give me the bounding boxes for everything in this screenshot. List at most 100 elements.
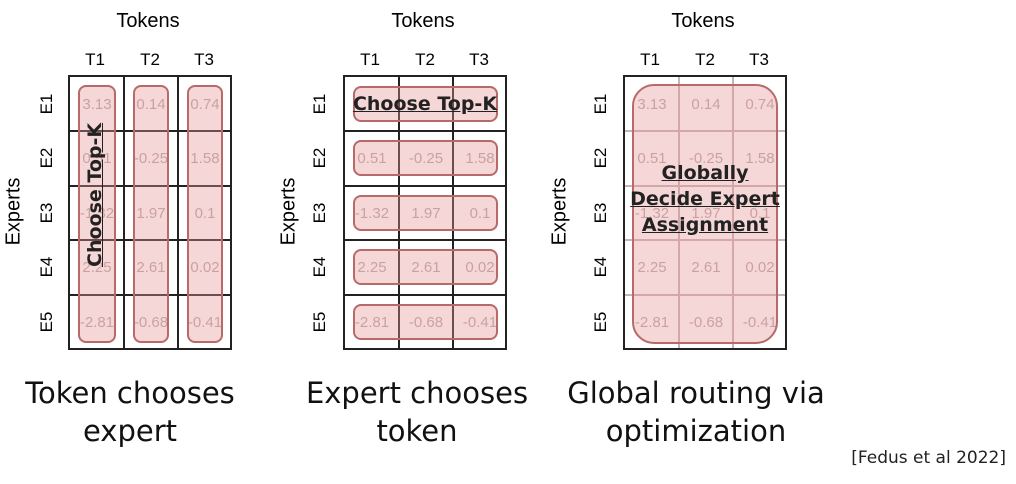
- grid-line: [70, 185, 230, 187]
- caption-line: optimization: [605, 414, 787, 448]
- grid-cell: 0.74: [190, 95, 220, 113]
- global-assignment-line: Assignment: [641, 214, 769, 236]
- row-highlight: [353, 195, 498, 231]
- row-label-e5: E5: [591, 311, 610, 333]
- grid-cell: 0.51: [637, 149, 667, 167]
- grid-cell: -2.81: [79, 313, 115, 331]
- row-highlight: [353, 304, 498, 340]
- grid-line: [398, 77, 400, 348]
- grid-cell: -0.41: [462, 313, 498, 331]
- caption-line: Global routing via: [567, 376, 825, 410]
- grid-cell: -0.41: [187, 313, 223, 331]
- grid-line: [625, 239, 785, 241]
- grid-line: [70, 239, 230, 241]
- grid-cell: 2.25: [357, 258, 387, 276]
- caption-line: expert: [82, 414, 178, 448]
- global-assignment-line: Globally: [661, 162, 749, 184]
- grid-line: [345, 294, 505, 296]
- grid-cell: 1.97: [691, 204, 721, 222]
- grid-cell: -0.25: [408, 149, 444, 167]
- grid-cell: 0.02: [745, 258, 775, 276]
- global-assignment-label: Globally Decide Expert Assignment: [625, 160, 785, 238]
- grid-cell: 0.1: [194, 204, 216, 222]
- grid-cell: 0.51: [357, 149, 387, 167]
- grid-line: [345, 185, 505, 187]
- score-grid: 3.13 0.14 0.74 0.51 -0.25 1.58 -1.32 1.9…: [68, 75, 232, 350]
- grid-cell: 0.51: [82, 149, 112, 167]
- tokens-axis-title: Tokens: [391, 10, 455, 32]
- citation: [Fedus et al 2022]: [851, 448, 1006, 468]
- panel-expert-chooses-token: Tokens T1 T2 T3 Experts E1 E2 E3 E4 E5 3…: [0, 0, 600, 448]
- grid-line: [70, 294, 230, 296]
- grid-cell: 0.02: [465, 258, 495, 276]
- panel-global-routing: Tokens T1 T2 T3 Experts E1 E2 E3 E4 E5 3…: [548, 10, 825, 448]
- grid-cell: 1.58: [190, 149, 220, 167]
- grid-line: [678, 77, 680, 348]
- panel-caption: Expert chooses token: [287, 374, 547, 450]
- row-label-e3: E3: [591, 202, 610, 224]
- grid-line: [732, 77, 734, 348]
- grid-cell: 0.1: [749, 204, 771, 222]
- column-highlight: [187, 85, 223, 343]
- grid-cell: 2.61: [136, 258, 166, 276]
- experts-axis-title: Experts: [548, 177, 571, 246]
- global-assignment-line: Decide Expert: [630, 188, 780, 210]
- column-label-t2: T2: [695, 50, 715, 69]
- grid-cell: -0.68: [688, 313, 724, 331]
- column-label-t1: T1: [85, 50, 105, 69]
- grid-cell: 1.97: [136, 204, 166, 222]
- caption-line: Expert chooses: [305, 376, 529, 410]
- column-highlight: [133, 85, 169, 343]
- column-label-t3: T3: [749, 50, 769, 69]
- caption-line: Token chooses: [25, 376, 235, 410]
- global-highlight: [632, 84, 778, 344]
- row-label-e4: E4: [591, 256, 610, 278]
- grid-cell: -0.68: [408, 313, 444, 331]
- grid-line: [452, 77, 454, 348]
- grid-cell: -2.81: [354, 313, 390, 331]
- grid-cell: 0.14: [691, 95, 721, 113]
- grid-cell: -0.25: [133, 149, 169, 167]
- column-highlight: [78, 85, 116, 343]
- row-label-e2: E2: [591, 147, 610, 169]
- grid-line: [625, 294, 785, 296]
- choose-top-k-label: Choose Top-K: [352, 93, 498, 115]
- grid-line: [345, 239, 505, 241]
- grid-line: [345, 130, 505, 132]
- grid-cell: 0.02: [190, 258, 220, 276]
- caption-line: token: [376, 414, 458, 448]
- grid-line: [123, 77, 125, 348]
- row-label-e1: E1: [591, 93, 610, 115]
- grid-cell: 1.97: [411, 204, 441, 222]
- column-label-t1: T1: [640, 50, 660, 69]
- grid-cell: 2.61: [691, 258, 721, 276]
- grid-cell: -1.32: [79, 204, 115, 222]
- panel-token-chooses-expert: Tokens T1 T2 T3 Experts E1 E2 E3 E4 E5 3…: [0, 0, 260, 448]
- grid-cell: 1.58: [745, 149, 775, 167]
- panel-caption: Token chooses expert: [0, 374, 260, 450]
- tokens-axis-title: Tokens: [671, 10, 735, 32]
- grid-cell: -1.32: [354, 204, 390, 222]
- column-label-t3: T3: [194, 50, 214, 69]
- grid-cell: -0.68: [133, 313, 169, 331]
- column-label-t2: T2: [140, 50, 160, 69]
- grid-cell: 0.1: [469, 204, 491, 222]
- grid-cell: -1.32: [634, 204, 670, 222]
- grid-line: [177, 77, 179, 348]
- grid-line: [70, 130, 230, 132]
- tokens-axis-title: Tokens: [116, 10, 180, 32]
- grid-line: [625, 185, 785, 187]
- column-label-t2: T2: [415, 50, 435, 69]
- row-highlight: [353, 140, 498, 176]
- grid-cell: 2.25: [637, 258, 667, 276]
- row-highlight: [353, 86, 498, 122]
- score-grid: 3.13 0.14 0.74 0.51 -0.25 1.58 -1.32 1.9…: [623, 75, 787, 350]
- row-highlight: [353, 249, 498, 285]
- panel-caption: Global routing via optimization: [566, 374, 826, 450]
- grid-cell: 2.25: [82, 258, 112, 276]
- grid-cell: 3.13: [82, 95, 112, 113]
- score-grid: 3.13 0.14 0.74 0.51 -0.25 1.58 -1.32 1.9…: [343, 75, 507, 350]
- grid-cell: 1.58: [465, 149, 495, 167]
- grid-cell: 2.61: [411, 258, 441, 276]
- grid-cell: 0.14: [136, 95, 166, 113]
